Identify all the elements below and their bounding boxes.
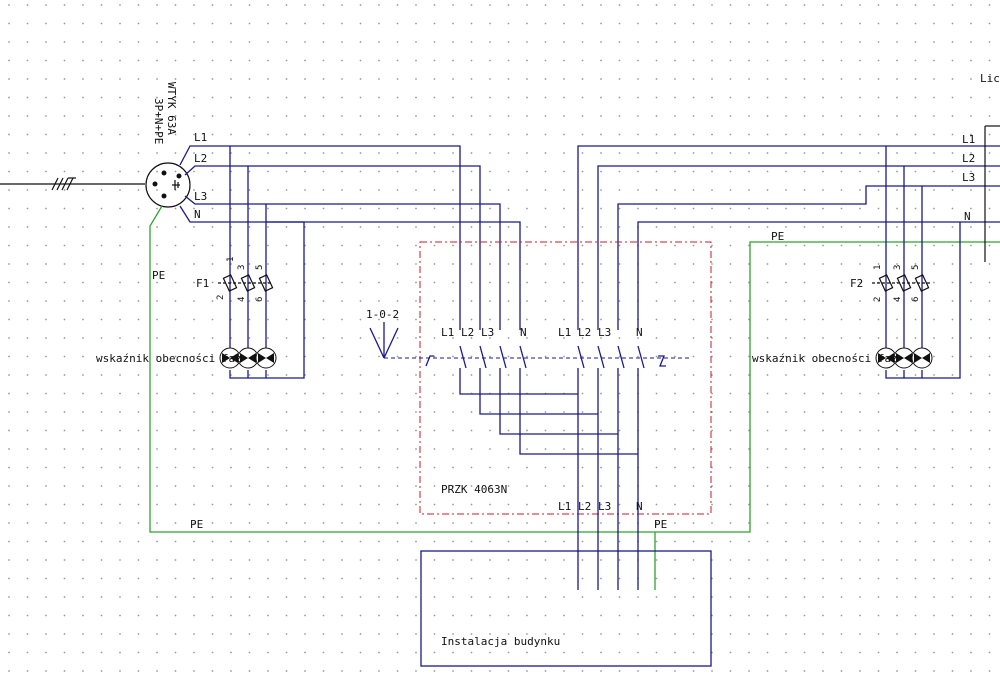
switch-out-l2: L2 [578,500,591,513]
changeover-switch-contacts [384,345,690,369]
f2-pin-1: 1 [873,265,883,270]
switch-in-l3: L3 [481,326,494,339]
indicator-label-right: wskaźnik obecności faz [752,352,898,365]
switch-in-n: N [520,326,527,339]
switch-enclosure [419,241,712,515]
left-l1-label: L1 [194,131,207,144]
switch-in2-n: N [636,326,643,339]
building-installation-label: Instalacja budynku [441,635,560,648]
left-l3-label: L3 [194,190,207,203]
plug-symbol [145,162,191,208]
fuse-f1-label: F1 [196,277,209,290]
f2-pin-5: 5 [911,265,921,270]
f2-pin-6: 6 [911,297,921,302]
f2-pin-2: 2 [873,297,883,302]
right-l1-label: L1 [962,133,975,146]
f2-pin-3: 3 [893,265,903,270]
switch-handle [369,322,399,359]
fuse-f2-label: F2 [850,277,863,290]
switch-positions-label: 1-0-2 [366,308,399,321]
f1-pin-3: 3 [237,265,247,270]
plug-label-line1: WTYK 63A [165,82,178,135]
f2-pin-4: 4 [893,297,903,302]
phase-indicator-lamps-left [219,347,277,369]
supply-cable [0,177,145,191]
indicator-label-left: wskaźnik obecności faz [96,352,242,365]
switch-in2-l1: L1 [558,326,571,339]
switch-out-pe: PE [654,518,667,531]
left-pe-label: PE [152,269,165,282]
fuse-f2 [872,274,930,292]
left-l2-label: L2 [194,152,207,165]
fuse-f1 [218,274,274,292]
f1-pin-6: 6 [255,297,265,302]
right-n-label: N [964,210,971,223]
building-installation-box [420,550,712,667]
left-n-label: N [194,208,201,221]
f1-pin-1: 1 [226,257,236,262]
switch-in-l1: L1 [441,326,454,339]
switch-output-wires [459,368,656,590]
switch-out-n: N [636,500,643,513]
switch-out-l1: L1 [558,500,571,513]
right-pe-label: PE [771,230,784,243]
switch-in-l2: L2 [461,326,474,339]
right-phase-wires [577,125,1000,379]
switch-model-label: PRZK 4063N [441,483,507,496]
f1-pin-5: 5 [255,265,265,270]
bottom-pe-label: PE [190,518,203,531]
right-l2-label: L2 [962,152,975,165]
f1-pin-4: 4 [237,297,247,302]
f1-pin-2: 2 [216,295,226,300]
pe-wire [149,205,1000,533]
meter-label: Licz [980,72,1000,85]
right-l3-label: L3 [962,171,975,184]
switch-in2-l2: L2 [578,326,591,339]
switch-in2-l3: L3 [598,326,611,339]
phase-indicator-lamps-right [875,347,933,369]
left-phase-wires [179,145,521,379]
switch-out-l3: L3 [598,500,611,513]
plug-label-line2: 3P+N+PE [152,98,165,144]
